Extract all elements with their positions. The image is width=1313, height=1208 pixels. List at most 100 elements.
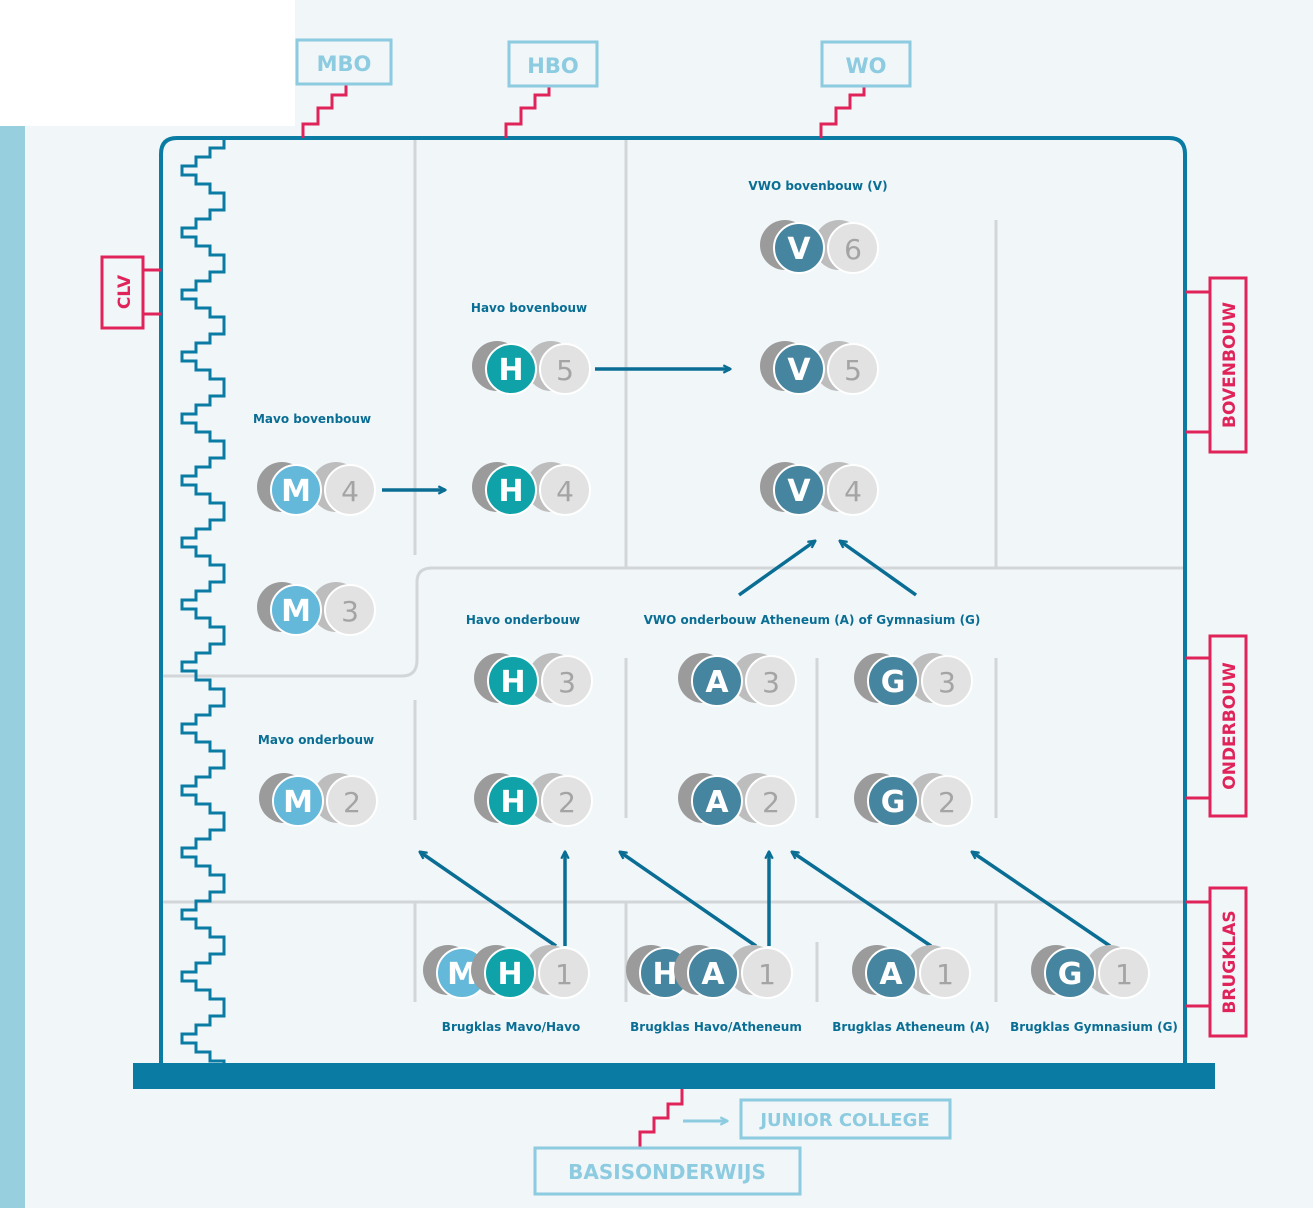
token-m2: 2M xyxy=(259,773,378,827)
token-h2: 2H xyxy=(474,773,593,827)
token-h3: 3H xyxy=(474,653,593,707)
brugklas-gymnasium-label: Brugklas Gymnasium (G) xyxy=(1010,1020,1178,1034)
token-number: 1 xyxy=(758,958,776,991)
flow-arrow-ha1-h2 xyxy=(620,852,757,948)
destination-hbo-box: HBO xyxy=(507,40,599,88)
vwo-onderbouw-label: VWO onderbouw Atheneum (A) of Gymnasium … xyxy=(644,613,981,627)
token-number: 4 xyxy=(341,475,359,508)
token-v4: 4V xyxy=(760,462,879,516)
junior-college-label: JUNIOR COLLEGE xyxy=(758,1110,929,1131)
flow-arrow-a1-a2 xyxy=(792,852,932,948)
token-number: 3 xyxy=(558,666,576,699)
token-number: 4 xyxy=(844,475,862,508)
token-a3: 3A xyxy=(678,653,797,707)
token-letter: M xyxy=(281,594,311,629)
onderbouw-box: ONDERBOUW xyxy=(1208,634,1248,818)
token-letter: H xyxy=(652,957,677,992)
side-brackets xyxy=(1185,290,1210,1008)
token-letter: V xyxy=(787,353,811,388)
token-number: 6 xyxy=(844,233,862,266)
token-number: 3 xyxy=(341,595,359,628)
token-letter: H xyxy=(500,665,525,700)
bovenbouw-label: BOVENBOUW xyxy=(1220,302,1240,428)
token-letter: A xyxy=(705,785,729,820)
left-side-stripe xyxy=(0,126,25,1208)
destination-stairs xyxy=(301,85,866,1148)
token-a1: 1A xyxy=(852,945,971,999)
token-v6: 6V xyxy=(760,220,879,274)
basisonderwijs-label: BASISONDERWIJS xyxy=(568,1160,766,1184)
token-letter: A xyxy=(705,665,729,700)
token-letter: G xyxy=(1058,957,1083,992)
token-number: 5 xyxy=(556,354,574,387)
top-left-blank xyxy=(25,0,295,126)
clv-staircase xyxy=(180,140,226,1070)
basisonderwijs-stairs xyxy=(638,1089,684,1148)
token-number: 3 xyxy=(938,666,956,699)
clv-box: CLV xyxy=(100,255,161,330)
destination-mbo-label: MBO xyxy=(317,52,372,76)
flow-arrows xyxy=(382,369,1111,948)
havo-bovenbouw-label: Havo bovenbouw xyxy=(471,301,587,315)
basisonderwijs-box: BASISONDERWIJS xyxy=(533,1146,802,1196)
token-number: 2 xyxy=(558,786,576,819)
token-a2: 2A xyxy=(678,773,797,827)
token-letter: V xyxy=(787,232,811,267)
token-v5: 5V xyxy=(760,341,879,395)
destination-mbo-box: MBO xyxy=(295,38,393,86)
token-number: 4 xyxy=(556,475,574,508)
brugklas-box: BRUGKLAS xyxy=(1208,886,1248,1038)
token-number: 1 xyxy=(936,958,954,991)
onderbouw-label: ONDERBOUW xyxy=(1220,662,1240,790)
brugklas-atheneum-label: Brugklas Atheneum (A) xyxy=(832,1020,990,1034)
token-h5: 5H xyxy=(472,341,591,395)
wo-stairs xyxy=(819,85,866,138)
token-letter: M xyxy=(281,474,311,509)
main-frame xyxy=(159,136,1187,1063)
brugklas-havo-atheneum-label: Brugklas Havo/Atheneum xyxy=(630,1020,802,1034)
token-h4: 4H xyxy=(472,462,591,516)
token-number: 2 xyxy=(343,786,361,819)
brugklas-label: BRUGKLAS xyxy=(1220,910,1240,1013)
token-number: 2 xyxy=(938,786,956,819)
token-m3: 3M xyxy=(257,582,376,636)
vwo-bovenbouw-label: VWO bovenbouw (V) xyxy=(748,179,887,193)
bovenbouw-box: BOVENBOUW xyxy=(1208,276,1248,454)
clv-label: CLV xyxy=(115,274,135,309)
junior-college-box: JUNIOR COLLEGE xyxy=(739,1098,952,1140)
destination-wo-box: WO xyxy=(820,40,912,88)
mavo-onderbouw-label: Mavo onderbouw xyxy=(258,733,374,747)
brugklas-mavo-havo-label: Brugklas Mavo/Havo xyxy=(442,1020,580,1034)
token-letter: M xyxy=(283,785,313,820)
mavo-bovenbouw-label: Mavo bovenbouw xyxy=(253,412,371,426)
token-m4: 4M xyxy=(257,462,376,516)
havo-onderbouw-label: Havo onderbouw xyxy=(466,613,580,627)
flow-arrow-g1-g2 xyxy=(972,852,1111,948)
token-number: 5 xyxy=(844,354,862,387)
diagram-background xyxy=(25,0,1313,1208)
token-letter: A xyxy=(701,957,725,992)
token-letter: H xyxy=(500,785,525,820)
flow-arrow-a3-v4 xyxy=(737,541,815,597)
token-g1: 1G xyxy=(1031,945,1150,999)
flow-arrow-mh1-m2 xyxy=(420,852,557,948)
token-letter: A xyxy=(879,957,903,992)
token-letter: H xyxy=(498,474,523,509)
token-letter: H xyxy=(498,353,523,388)
destination-wo-label: WO xyxy=(845,54,886,78)
floor-bar xyxy=(133,1063,1215,1089)
destination-hbo-label: HBO xyxy=(527,54,578,78)
token-letter: H xyxy=(497,957,522,992)
token-letter: G xyxy=(881,665,906,700)
token-letter: G xyxy=(881,785,906,820)
hbo-stairs xyxy=(504,85,551,138)
mbo-stairs xyxy=(301,85,348,138)
grid-lines xyxy=(163,140,1187,1002)
flow-arrow-g3-v4 xyxy=(840,541,918,597)
token-number: 3 xyxy=(762,666,780,699)
token-number: 2 xyxy=(762,786,780,819)
